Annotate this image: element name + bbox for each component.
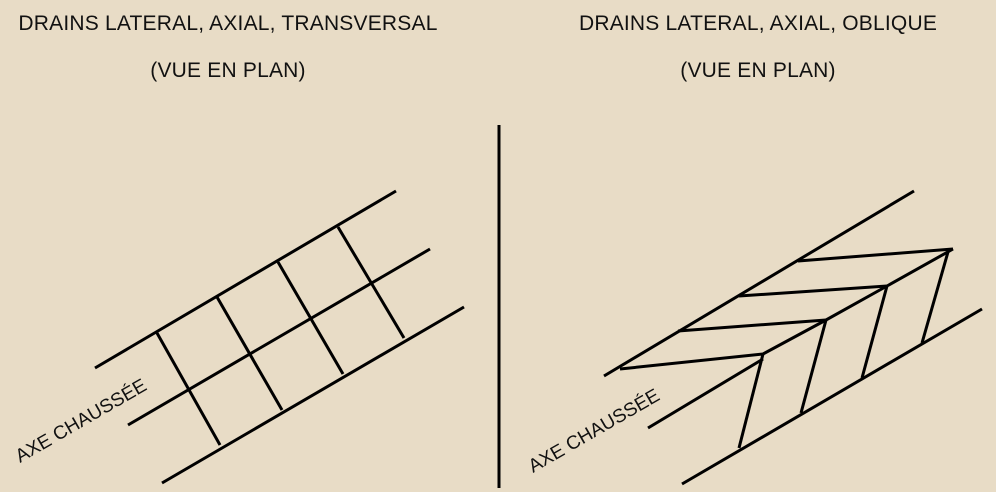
right-cross-drain-1 [737,353,765,449]
left-lateral-drain-bottom [161,305,465,485]
left-lateral-drain-top [94,189,397,370]
left-transversal-drain-3 [276,261,345,375]
right-cross-drain-2 [799,319,828,414]
left-transversal-drain-4 [336,226,406,339]
right-drain-network: AXE CHAUSSÉE [525,189,983,486]
right-lateral-drain-bottom [681,307,983,486]
right-oblique-drain-3 [797,247,954,263]
left-drain-network: AXE CHAUSSÉE [12,189,465,485]
right-subtitle: (VUE EN PLAN) [680,59,836,82]
right-oblique-drain-1 [677,318,827,333]
right-title: DRAINS LATERAL, AXIAL, OBLIQUE [578,12,938,35]
right-cross-drain-3 [860,285,889,379]
right-oblique-drain-2 [738,284,888,298]
left-transversal-drain-2 [215,296,284,411]
left-transversal-drain-1 [155,332,222,446]
left-title: DRAINS LATERAL, AXIAL, TRANSVERSAL [18,12,438,35]
left-subtitle: (VUE EN PLAN) [150,59,306,82]
right-cross-drain-4 [920,251,950,344]
left-axis-label: AXE CHAUSSÉE [12,375,151,467]
left-axial-drain [127,247,431,427]
right-axis-label: AXE CHAUSSÉE [525,385,664,477]
right-axial-tail [647,357,764,430]
right-lateral-drain-top [603,189,915,378]
